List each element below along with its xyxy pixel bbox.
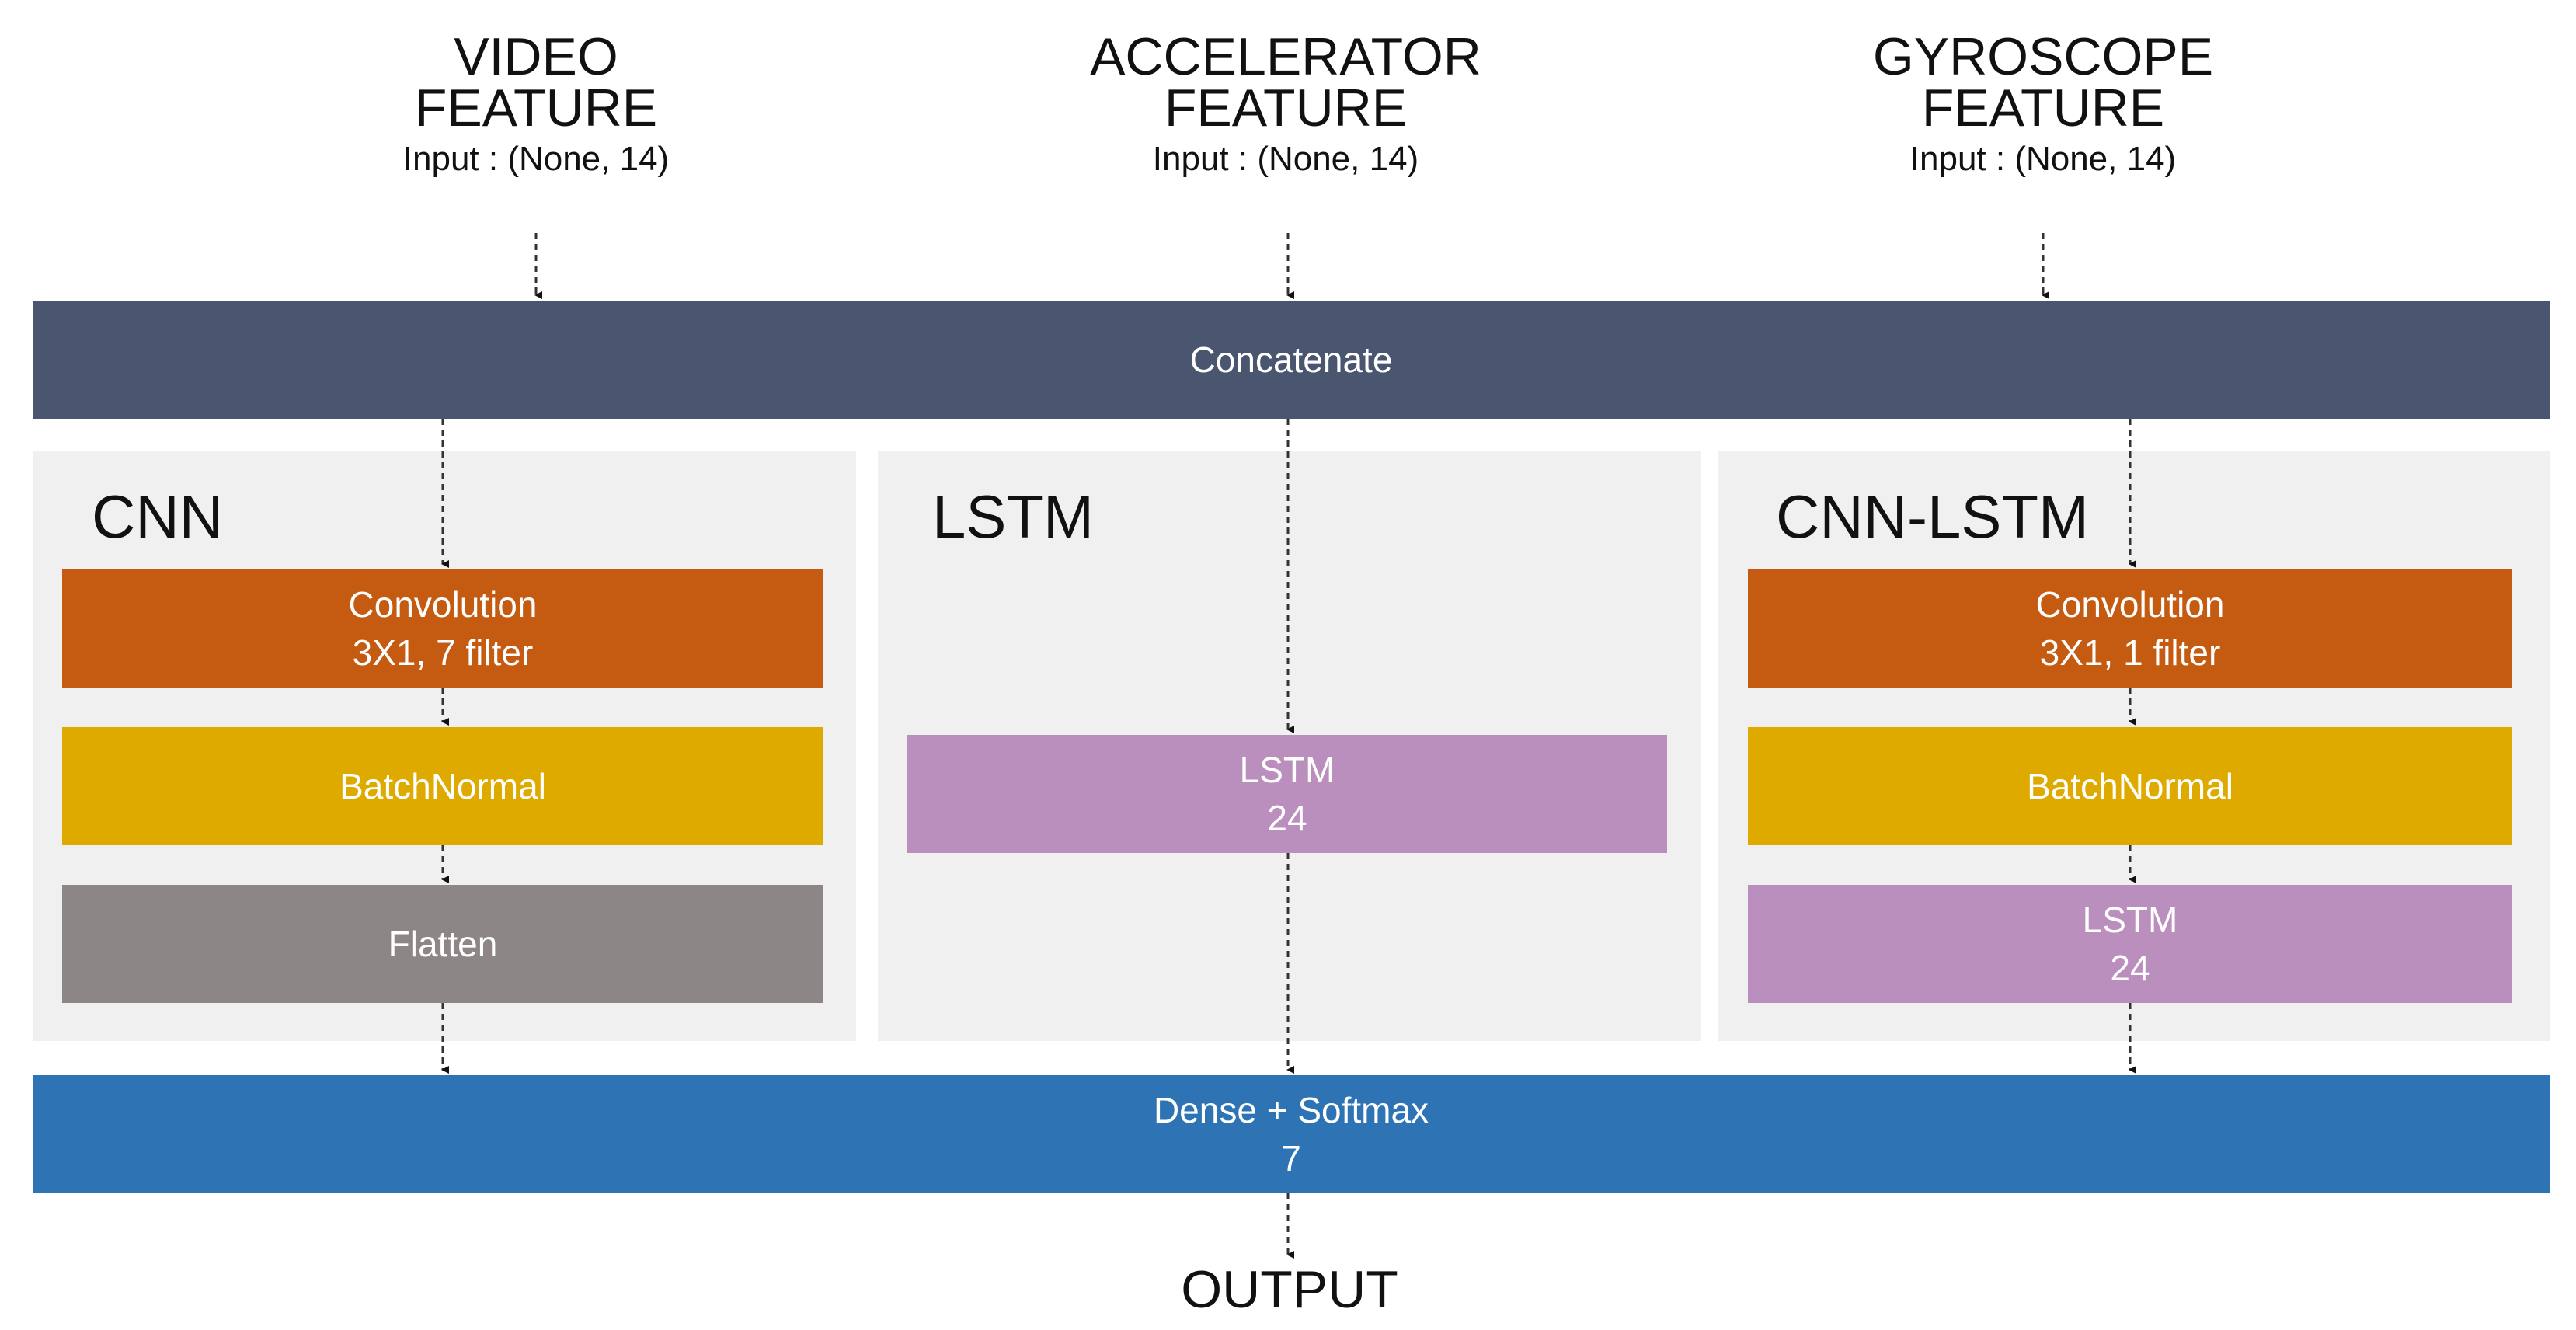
cnn-lstm-lstm-name: LSTM xyxy=(2082,900,2178,940)
dense-softmax-name: Dense + Softmax xyxy=(1153,1090,1429,1130)
cnn-flatten-name: Flatten xyxy=(388,924,498,964)
cnn-flatten-layer: Flatten xyxy=(62,885,823,1003)
panel-cnn-title: CNN xyxy=(92,482,223,551)
concatenate-layer: Concatenate xyxy=(33,301,2550,419)
input-video-title: VIDEO FEATURE xyxy=(315,27,757,138)
concatenate-label: Concatenate xyxy=(1189,339,1393,380)
cnn-lstm-lstm-units: 24 xyxy=(2110,948,2150,988)
input-accelerator-title-line2: FEATURE xyxy=(1164,78,1408,138)
input-video-title-line1: VIDEO xyxy=(454,27,618,86)
panel-cnn-lstm-title: CNN-LSTM xyxy=(1776,482,2089,551)
input-video-shape: Input : (None, 14) xyxy=(402,140,670,178)
dense-softmax-units: 7 xyxy=(1281,1138,1301,1179)
cnn-batchnormal-layer: BatchNormal xyxy=(62,727,823,845)
input-gyroscope-title-line2: FEATURE xyxy=(1921,78,2165,138)
input-accelerator-title-line1: ACCELERATOR xyxy=(1090,27,1481,86)
input-gyroscope-title: GYROSCOPE FEATURE xyxy=(1779,27,2307,138)
cnn-lstm-convolution-params: 3X1, 1 filter xyxy=(2039,632,2221,673)
cnn-convolution-name: Convolution xyxy=(348,584,538,625)
lstm-units: 24 xyxy=(1267,798,1307,838)
cnn-convolution-layer: Convolution 3X1, 7 filter xyxy=(62,569,823,688)
input-video-title-line2: FEATURE xyxy=(414,78,658,138)
input-accelerator: ACCELERATOR FEATURE Input : (None, 14) xyxy=(987,27,1585,179)
output-label: OUTPUT xyxy=(1181,1260,1398,1319)
input-video: VIDEO FEATURE Input : (None, 14) xyxy=(315,27,757,179)
cnn-batchnormal-name: BatchNormal xyxy=(339,766,546,806)
cnn-lstm-lstm-layer: LSTM 24 xyxy=(1748,885,2512,1003)
input-accelerator-shape: Input : (None, 14) xyxy=(1152,140,1419,178)
cnn-lstm-convolution-layer: Convolution 3X1, 1 filter xyxy=(1748,569,2512,688)
input-gyroscope-title-line1: GYROSCOPE xyxy=(1872,27,2214,86)
dense-softmax-layer: Dense + Softmax 7 xyxy=(33,1075,2550,1193)
input-gyroscope: GYROSCOPE FEATURE Input : (None, 14) xyxy=(1779,27,2307,179)
lstm-name: LSTM xyxy=(1239,750,1335,790)
cnn-lstm-convolution-name: Convolution xyxy=(2035,584,2225,625)
panel-lstm-title: LSTM xyxy=(932,482,1095,551)
cnn-lstm-batchnormal-layer: BatchNormal xyxy=(1748,727,2512,845)
cnn-lstm-batchnormal-name: BatchNormal xyxy=(2027,766,2233,806)
cnn-convolution-params: 3X1, 7 filter xyxy=(352,632,534,673)
input-accelerator-title: ACCELERATOR FEATURE xyxy=(987,27,1585,138)
lstm-layer: LSTM 24 xyxy=(907,735,1667,853)
input-gyroscope-shape: Input : (None, 14) xyxy=(1909,140,2177,178)
